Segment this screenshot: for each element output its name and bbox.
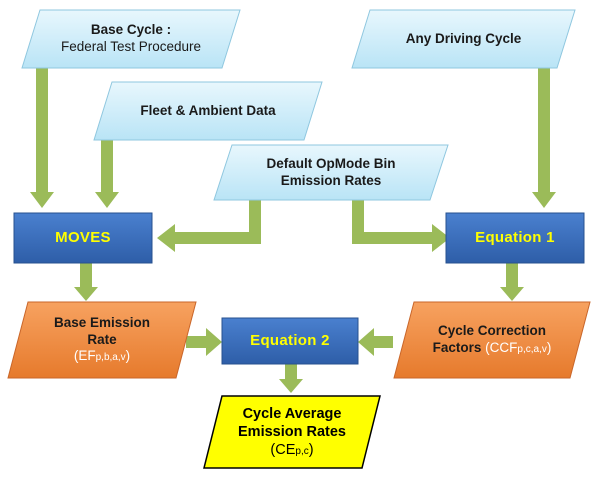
default-opmode-shape — [213, 144, 449, 201]
arrow-opmode-to-equation1 — [352, 200, 450, 252]
equation2-shape — [221, 317, 359, 365]
arrow-moves-to-base-emission — [74, 263, 98, 301]
arrow-equation2-to-cycle-average — [279, 363, 303, 393]
arrow-cycle-correction-to-equation2 — [358, 328, 393, 356]
moves-shape — [13, 212, 153, 264]
arrow-fleet-to-moves — [95, 140, 119, 208]
fleet-ambient-shape — [93, 81, 323, 141]
any-driving-cycle-shape — [351, 9, 576, 69]
base-emission-shape — [7, 301, 197, 379]
arrow-equation1-to-cycle-correction — [500, 263, 524, 301]
arrow-any-cycle-to-equation1 — [532, 68, 556, 208]
cycle-average-shape — [203, 395, 381, 469]
cycle-correction-shape — [393, 301, 591, 379]
arrow-opmode-to-moves — [157, 200, 261, 252]
arrows — [30, 68, 556, 393]
arrow-base-cycle-to-moves — [30, 68, 54, 208]
base-cycle-shape — [21, 9, 241, 69]
equation1-shape — [445, 212, 585, 264]
arrow-base-emission-to-equation2 — [186, 328, 222, 356]
